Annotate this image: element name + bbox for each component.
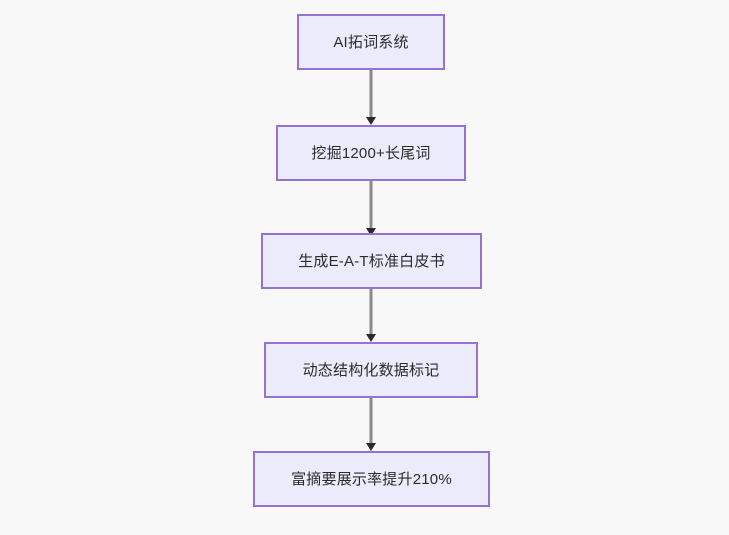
edge-arrow-n1-n2	[366, 117, 376, 125]
flow-node-label: 富摘要展示率提升210%	[291, 470, 452, 488]
flow-node-label: 动态结构化数据标记	[302, 361, 440, 379]
edge-n4-n5	[369, 398, 373, 443]
edge-n1-n2	[369, 70, 373, 117]
flow-node-label: 生成E-A-T标准白皮书	[298, 252, 445, 270]
flow-node-label: AI拓词系统	[333, 33, 409, 51]
edge-arrow-n3-n4	[366, 334, 376, 342]
flow-node-dynamic-structured-data-markup[interactable]: 动态结构化数据标记	[264, 342, 478, 398]
edge-n2-n3	[369, 181, 373, 228]
edge-n3-n4	[369, 289, 373, 334]
flow-node-label: 挖掘1200+长尾词	[311, 144, 431, 162]
edge-arrow-n4-n5	[366, 443, 376, 451]
flow-node-generate-eat-whitepaper[interactable]: 生成E-A-T标准白皮书	[261, 233, 482, 289]
flow-node-ai-keyword-system[interactable]: AI拓词系统	[297, 14, 445, 70]
flow-node-rich-snippet-impression-uplift[interactable]: 富摘要展示率提升210%	[253, 451, 490, 507]
edge-arrow-n2-n3	[366, 228, 376, 236]
flow-node-mine-longtail-keywords[interactable]: 挖掘1200+长尾词	[276, 125, 466, 181]
